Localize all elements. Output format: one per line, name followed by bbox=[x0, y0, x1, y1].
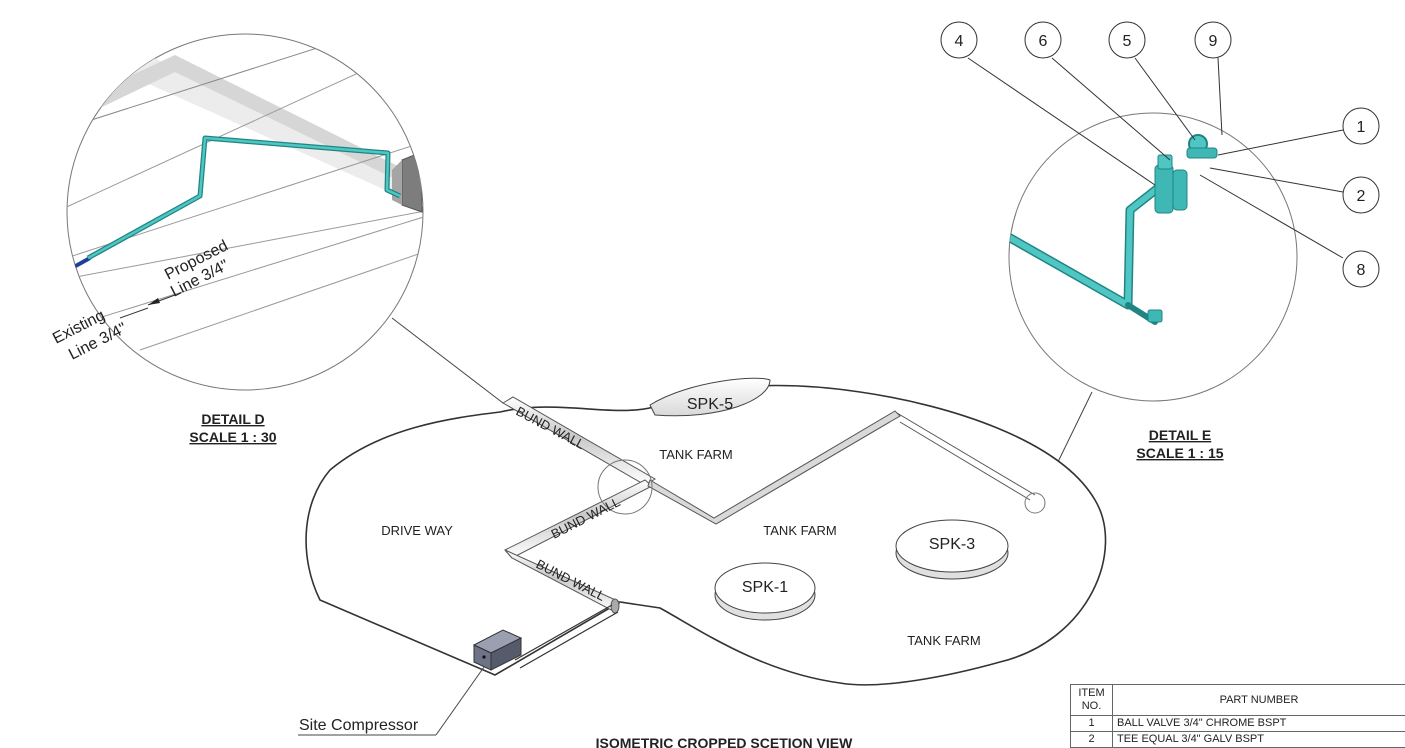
detail-d-title: DETAIL D bbox=[201, 411, 264, 427]
bom-part-number: TEE EQUAL 3/4" GALV BSPT bbox=[1112, 731, 1405, 748]
drive-way-label: DRIVE WAY bbox=[381, 523, 453, 538]
detail-d-view: Proposed Line 3/4" Existing Line 3/4" bbox=[50, 33, 424, 391]
balloon-9: 9 bbox=[1194, 21, 1232, 59]
tank-spk5 bbox=[649, 377, 771, 417]
detail-d-marker bbox=[597, 459, 653, 515]
spk1-label: SPK-1 bbox=[742, 579, 788, 596]
balloon-2: 2 bbox=[1342, 176, 1380, 214]
site-compressor bbox=[472, 629, 523, 671]
svg-text:4: 4 bbox=[955, 33, 964, 50]
site-compressor-label: Site Compressor bbox=[299, 717, 419, 734]
site-plan bbox=[298, 377, 1107, 736]
svg-text:9: 9 bbox=[1209, 33, 1218, 50]
spk3-label: SPK-3 bbox=[929, 536, 975, 553]
bom-row: 1 BALL VALVE 3/4" CHROME BSPT bbox=[1070, 715, 1405, 732]
balloon-6: 6 bbox=[1024, 21, 1062, 59]
bom-header-item: ITEM NO. bbox=[1070, 684, 1113, 716]
tank-farm-label-3: TANK FARM bbox=[907, 633, 980, 648]
detail-e-marker bbox=[1024, 492, 1046, 514]
tank-spk1 bbox=[714, 562, 816, 621]
bom-part-number: BALL VALVE 3/4" CHROME BSPT bbox=[1112, 715, 1405, 732]
detail-e-title: DETAIL E bbox=[1149, 427, 1212, 443]
balloon-1: 1 bbox=[1342, 107, 1380, 145]
bom-item-no: 2 bbox=[1070, 731, 1113, 748]
detail-d-scale: SCALE 1 : 30 bbox=[189, 429, 276, 445]
detail-d-leader bbox=[391, 317, 504, 404]
svg-text:1: 1 bbox=[1357, 119, 1366, 136]
tank-farm-label-2: TANK FARM bbox=[763, 523, 836, 538]
bom-header-row: ITEM NO. PART NUMBER bbox=[1070, 684, 1405, 716]
tank-farm-label-1: TANK FARM bbox=[659, 447, 732, 462]
balloon-5: 5 bbox=[1108, 21, 1146, 59]
tank-spk3 bbox=[895, 519, 1009, 580]
balloon-leaders bbox=[967, 57, 1344, 259]
balloon-4: 4 bbox=[940, 21, 978, 59]
balloon-8: 8 bbox=[1342, 250, 1380, 288]
bom-item-no: 1 bbox=[1070, 715, 1113, 732]
bom-row: 2 TEE EQUAL 3/4" GALV BSPT bbox=[1070, 731, 1405, 748]
svg-text:8: 8 bbox=[1357, 262, 1366, 279]
detail-e-scale: SCALE 1 : 15 bbox=[1136, 445, 1223, 461]
detail-e-view bbox=[1008, 112, 1298, 402]
svg-text:2: 2 bbox=[1357, 188, 1366, 205]
bom-header-part: PART NUMBER bbox=[1112, 684, 1405, 716]
isometric-view-title: ISOMETRIC CROPPED SCETION VIEW bbox=[596, 735, 853, 748]
bill-of-materials-table: ITEM NO. PART NUMBER 1 BALL VALVE 3/4" C… bbox=[1070, 684, 1405, 748]
svg-text:6: 6 bbox=[1039, 33, 1048, 50]
svg-text:5: 5 bbox=[1123, 33, 1132, 50]
proposed-pipe bbox=[86, 135, 402, 261]
compressor-leader bbox=[435, 666, 485, 736]
spk5-label: SPK-5 bbox=[687, 396, 733, 413]
